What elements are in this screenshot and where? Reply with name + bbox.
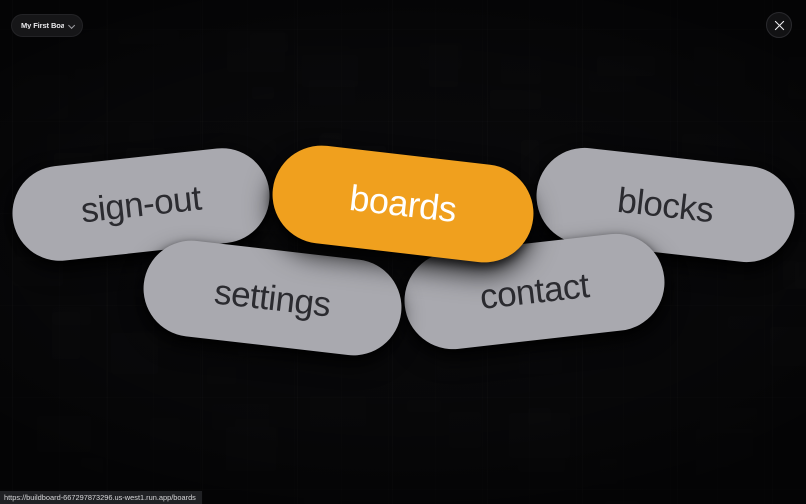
menu-item-label: boards <box>347 176 459 231</box>
menu-item-label: blocks <box>615 180 716 230</box>
header-bar: My First Board <box>0 0 806 52</box>
board-selector-label: My First Board <box>21 21 64 30</box>
close-button[interactable] <box>766 12 792 38</box>
status-bar-url: https://buildboard-667297873296.us-west1… <box>4 493 196 502</box>
chevron-down-icon <box>68 22 75 29</box>
menu-item-boards[interactable]: boards <box>267 140 539 268</box>
board-selector-dropdown[interactable]: My First Board <box>11 14 83 37</box>
status-bar: https://buildboard-667297873296.us-west1… <box>0 491 202 504</box>
menu-item-settings[interactable]: settings <box>138 235 407 361</box>
menu-item-label: contact <box>477 266 592 317</box>
close-icon <box>774 20 784 30</box>
menu-item-label: sign-out <box>78 178 204 231</box>
menu-item-label: settings <box>212 271 333 325</box>
